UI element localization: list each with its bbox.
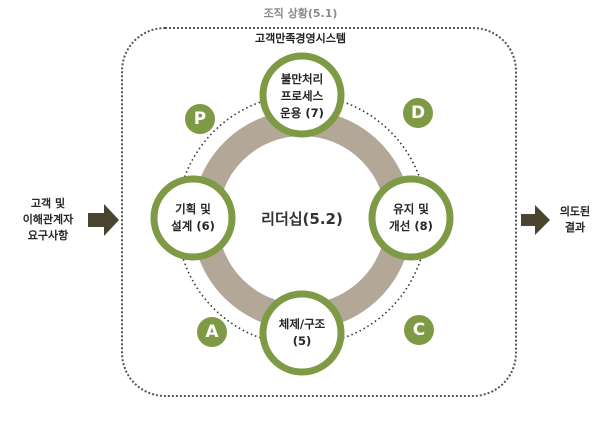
input-arrow-icon [88, 204, 119, 236]
node-bottom-circle [259, 290, 345, 376]
output-line1: 의도된 [559, 205, 591, 218]
node-left-label: 기획 및 설계 (6) [154, 200, 232, 236]
node-right-line1: 유지 및 [393, 202, 429, 216]
node-bottom-line2: (5) [292, 334, 312, 348]
node-top-line1: 불만처리 [280, 71, 324, 86]
node-right-circle [368, 175, 454, 261]
system-boundary-frame [121, 27, 517, 397]
pdca-badge-d: D [403, 98, 433, 128]
node-bottom-line1: 체제/구조 [278, 317, 326, 331]
input-line3: 요구사항 [27, 229, 69, 242]
input-label: 고객 및 이해관계자 요구사항 [8, 196, 88, 244]
input-line2: 이해관계자 [22, 213, 74, 226]
node-left-circle [150, 175, 236, 261]
pdca-badge-a: A [197, 317, 227, 347]
pdca-badge-c: C [404, 315, 434, 345]
input-line1: 고객 및 [30, 197, 66, 210]
system-title: 고객만족경영시스템 [0, 30, 601, 46]
output-arrow-icon [521, 205, 550, 235]
node-right-label: 유지 및 개선 (8) [372, 200, 450, 236]
node-left-line1: 기획 및 [175, 202, 211, 216]
pdca-badge-p: P [185, 104, 215, 134]
node-left-line2: 설계 (6) [171, 219, 215, 233]
node-top-label: 불만처리 프로세스 운용 (7) [263, 70, 341, 122]
node-top-circle [259, 52, 345, 138]
output-line2: 결과 [564, 221, 586, 234]
context-title: 조직 상황(5.1) [263, 7, 338, 20]
center-leadership: 리더십(5.2) [261, 210, 343, 228]
output-label: 의도된 결과 [550, 204, 600, 236]
node-right-line2: 개선 (8) [389, 219, 433, 233]
system-title-text: 고객만족경영시스템 [250, 32, 351, 45]
node-top-line2: 프로세스 [280, 88, 324, 103]
node-bottom-label: 체제/구조 (5) [263, 315, 341, 351]
node-top-line3: 운용 (7) [280, 105, 324, 120]
